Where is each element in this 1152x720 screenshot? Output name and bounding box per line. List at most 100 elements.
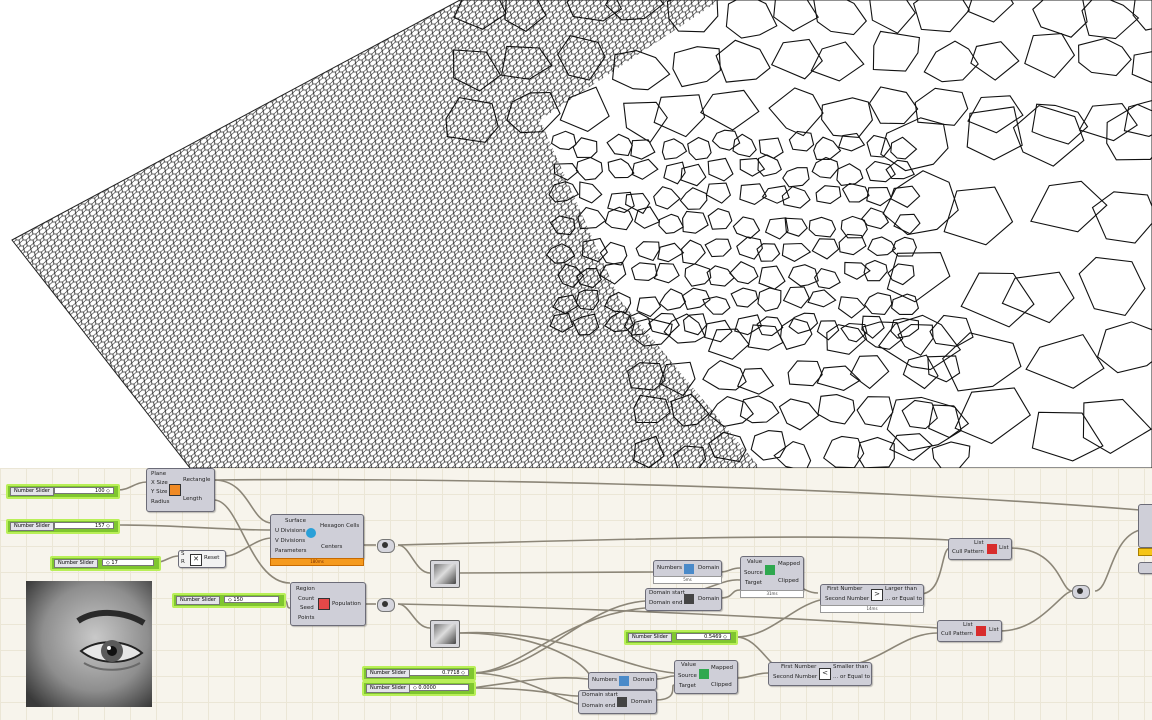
slider-value[interactable]: ◇ 0.0000 (409, 684, 469, 691)
number-slider-threshold[interactable]: Number Slider 0.5469 ◇ (624, 630, 738, 645)
input-target[interactable]: Target (745, 580, 763, 586)
voronoi-cell (504, 0, 547, 32)
output-mapped[interactable]: Mapped (778, 561, 800, 567)
slider-value[interactable]: ◇ 17 (102, 559, 154, 566)
larger-than-component[interactable]: First Number Second Number > Larger than… (820, 584, 924, 607)
input-source[interactable]: Source (678, 673, 697, 679)
input-count[interactable]: Count (298, 596, 315, 602)
rectangle-icon (169, 484, 181, 496)
input-surface[interactable]: Surface (285, 518, 306, 524)
input-value[interactable]: Value (747, 559, 763, 565)
input-list[interactable]: List (963, 622, 973, 628)
input-r[interactable]: R (181, 559, 185, 565)
grasshopper-canvas[interactable]: Number Slider 100 ◇ Number Slider 157 ◇ … (0, 468, 1152, 720)
output-domain[interactable]: Domain (633, 677, 655, 683)
output-centers[interactable]: Centers (321, 544, 343, 550)
hexagon-cells-component[interactable]: Surface U Divisions V Divisions Paramete… (270, 514, 364, 560)
input-numbers[interactable]: Numbers (657, 565, 682, 571)
output-clipped[interactable]: Clipped (711, 682, 732, 688)
voronoi-cell (1031, 103, 1089, 145)
image-sampler-2[interactable] (430, 620, 460, 648)
input-domain-end[interactable]: Domain end (582, 703, 616, 709)
input-u-divisions[interactable]: U Divisions (275, 528, 306, 534)
number-slider-seed[interactable]: Number Slider ◇ 17 (50, 556, 161, 571)
output-clipped[interactable]: Clipped (778, 578, 799, 584)
relay-hub-3[interactable] (1072, 585, 1090, 599)
output-domain[interactable]: Domain (631, 699, 653, 705)
output-list[interactable]: List (989, 627, 999, 633)
input-value[interactable]: Value (681, 662, 697, 668)
number-slider-domain-end[interactable]: Number Slider ◇ 0.0000 (362, 681, 476, 696)
slider-label: Number Slider (628, 633, 672, 642)
cull-pattern-component-2[interactable]: List Cull Pattern List (937, 620, 1002, 642)
construct-domain-component-2[interactable]: Domain start Domain end Domain (578, 690, 657, 714)
slider-value[interactable]: 0.7718 ◇ (409, 669, 469, 676)
input-s[interactable]: S (181, 551, 185, 557)
number-slider-count[interactable]: Number Slider ◇ 150 (172, 593, 286, 608)
slider-value[interactable]: 0.5469 ◇ (676, 633, 731, 640)
output-list[interactable]: List (999, 545, 1009, 551)
input-first-number[interactable]: First Number (827, 586, 863, 592)
input-first-number[interactable]: First Number (781, 664, 817, 670)
output-or-equal[interactable]: ... or Equal to (885, 596, 922, 602)
input-domain-start[interactable]: Domain start (582, 692, 618, 698)
voronoi-cell (672, 445, 707, 468)
image-sampler-1[interactable] (430, 560, 460, 588)
smaller-than-component[interactable]: First Number Second Number < Smaller tha… (768, 662, 872, 686)
output-domain[interactable]: Domain (698, 565, 720, 571)
input-y-size[interactable]: Y Size (151, 489, 168, 495)
remap-component-2[interactable]: Value Source Target Mapped Clipped (674, 660, 738, 694)
slider-value[interactable]: 157 ◇ (54, 522, 114, 529)
output-rectangle[interactable]: Rectangle (183, 477, 211, 483)
number-slider-domain-start[interactable]: Number Slider 0.7718 ◇ (362, 666, 476, 681)
voronoi-cell (549, 312, 574, 333)
input-second-number[interactable]: Second Number (825, 596, 870, 602)
bounds-component-2[interactable]: Numbers Domain (588, 672, 657, 690)
slider-value[interactable]: 100 ◇ (54, 487, 114, 494)
output-length[interactable]: Length (183, 496, 202, 502)
cull-pattern-component-1[interactable]: List Cull Pattern List (948, 538, 1012, 560)
construct-domain-component-1[interactable]: Domain start Domain end Domain (645, 588, 722, 611)
remap-timer: 31ms (740, 590, 804, 598)
input-x-size[interactable]: X Size (151, 480, 168, 486)
voronoi-cell (868, 0, 916, 34)
input-points[interactable]: Points (298, 615, 315, 621)
input-seed[interactable]: Seed (300, 605, 314, 611)
relay-hub-1[interactable] (377, 539, 395, 553)
voronoi-cell (623, 101, 668, 144)
reset-component[interactable]: S R ✕ Reset (178, 550, 226, 568)
number-slider-y-size[interactable]: Number Slider 157 ◇ (6, 519, 120, 534)
output-larger-than[interactable]: Larger than (885, 586, 917, 592)
input-domain-start[interactable]: Domain start (649, 590, 685, 596)
output-domain[interactable]: Domain (698, 596, 720, 602)
output-hexagon-cells[interactable]: Hexagon Cells (320, 523, 360, 529)
input-radius[interactable]: Radius (151, 499, 170, 505)
input-numbers[interactable]: Numbers (592, 677, 617, 683)
input-source[interactable]: Source (744, 570, 763, 576)
populate-component[interactable]: Region Count Seed Points Population (290, 582, 366, 626)
output-smaller-than[interactable]: Smaller than (833, 664, 869, 670)
rectangle-component[interactable]: Plane X Size Y Size Radius Rectangle Len… (146, 468, 215, 512)
input-cull-pattern[interactable]: Cull Pattern (941, 631, 973, 637)
input-plane[interactable]: Plane (151, 471, 167, 477)
input-domain-end[interactable]: Domain end (649, 600, 683, 606)
output-mapped[interactable]: Mapped (711, 665, 733, 671)
voronoi-cell (761, 185, 790, 204)
offscreen-component-2[interactable] (1138, 562, 1152, 574)
output-or-equal[interactable]: ... or Equal to (833, 674, 870, 680)
voronoi-cell (970, 41, 1020, 81)
offscreen-component[interactable] (1138, 504, 1152, 548)
number-slider-x-size[interactable]: Number Slider 100 ◇ (6, 484, 120, 499)
slider-value[interactable]: ◇ 150 (224, 596, 279, 603)
output-population[interactable]: Population (332, 601, 361, 607)
input-region[interactable]: Region (296, 586, 315, 592)
input-v-divisions[interactable]: V Divisions (275, 538, 306, 544)
input-list[interactable]: List (974, 540, 984, 546)
input-target[interactable]: Target (679, 683, 697, 689)
input-second-number[interactable]: Second Number (773, 674, 818, 680)
remap-component-1[interactable]: Value Source Target Mapped Clipped (740, 556, 804, 592)
relay-hub-2[interactable] (377, 598, 395, 612)
input-parameters[interactable]: Parameters (275, 548, 307, 554)
rhino-viewport[interactable] (0, 0, 1152, 468)
input-cull-pattern[interactable]: Cull Pattern (952, 549, 984, 555)
